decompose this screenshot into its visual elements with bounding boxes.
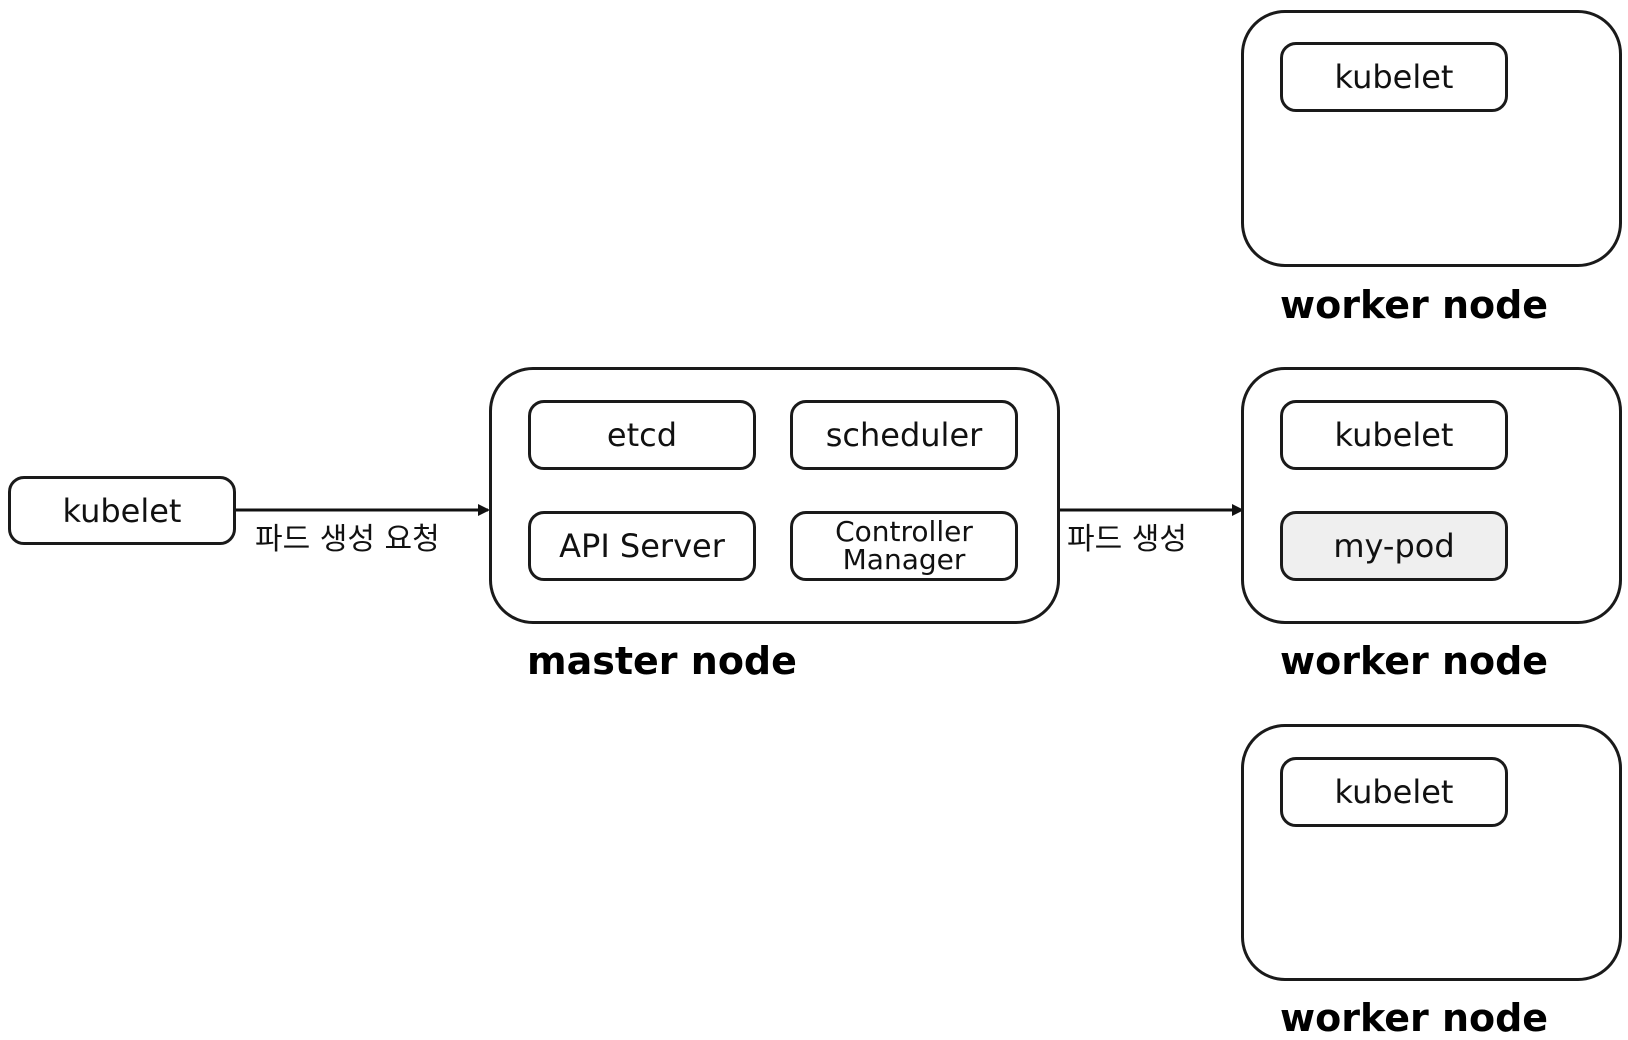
- worker-2-kubelet-box: kubelet: [1280, 400, 1508, 470]
- worker-node-3-label: worker node: [1280, 996, 1549, 1040]
- scheduler-label: scheduler: [825, 416, 983, 454]
- controller-manager-box: Controller Manager: [790, 511, 1018, 581]
- pod-create-request-label: 파드 생성 요청: [255, 522, 440, 557]
- controller-manager-label-line1: Controller: [835, 515, 973, 548]
- client-kubelet-label: kubelet: [62, 491, 182, 530]
- api-server-box: API Server: [528, 511, 756, 581]
- etcd-box: etcd: [528, 400, 756, 470]
- worker-2-kubelet-label: kubelet: [1334, 416, 1454, 454]
- client-kubelet-box: kubelet: [8, 476, 236, 545]
- worker-1-kubelet-label: kubelet: [1334, 58, 1454, 96]
- worker-node-1-label: worker node: [1280, 283, 1549, 327]
- worker-3-kubelet-label: kubelet: [1334, 773, 1454, 811]
- pod-create-label: 파드 생성: [1067, 522, 1187, 557]
- my-pod-label: my-pod: [1333, 527, 1455, 565]
- master-node-label: master node: [527, 639, 797, 683]
- api-server-label: API Server: [559, 527, 725, 565]
- etcd-label: etcd: [606, 416, 678, 454]
- controller-manager-label-line2: Manager: [842, 543, 966, 576]
- my-pod-box: my-pod: [1280, 511, 1508, 581]
- worker-1-kubelet-box: kubelet: [1280, 42, 1508, 112]
- worker-3-kubelet-box: kubelet: [1280, 757, 1508, 827]
- worker-node-2-label: worker node: [1280, 639, 1549, 683]
- scheduler-box: scheduler: [790, 400, 1018, 470]
